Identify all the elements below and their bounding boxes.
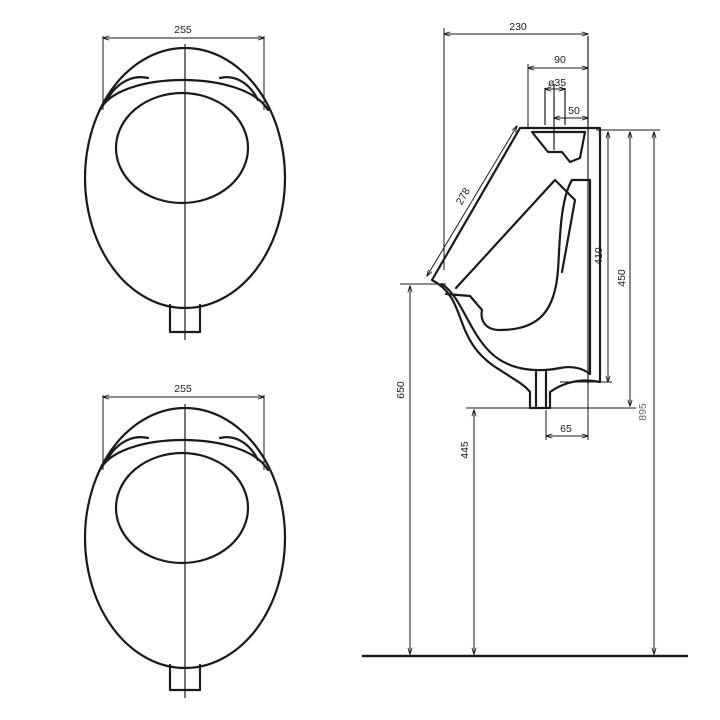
side-inlet-diameter-label: ø35: [548, 77, 566, 89]
front-bottom-width-label: 255: [174, 383, 192, 395]
front-bottom-rim-inner: [105, 436, 260, 462]
front-top-rim: [98, 79, 270, 112]
side-total-depth-label: 230: [509, 21, 527, 33]
side-height-410-label: 410: [593, 247, 605, 265]
side-height-450-label: 450: [616, 269, 628, 287]
side-inner-bowl: [440, 178, 592, 376]
front-top-width-label: 255: [174, 24, 192, 36]
front-bottom-basin-opening: [114, 451, 250, 565]
front-top-rim-inner: [105, 76, 260, 102]
side-outlet-width-label: 65: [560, 423, 572, 435]
side-outlet-height-label: 445: [459, 441, 471, 459]
front-bottom-rim: [98, 439, 270, 472]
side-inlet-depth-label: 50: [568, 105, 580, 117]
side-top-inlet-rim: [530, 130, 587, 164]
side-inlet-offset-label: 90: [554, 54, 566, 66]
side-outlet: [534, 370, 548, 408]
front-view-bottom: 255: [83, 383, 287, 698]
side-view: 230 90 ø35 50 278 410 450 895 650: [362, 21, 688, 658]
side-rim-height-label: 650: [395, 381, 407, 399]
side-total-height-label: 895: [637, 403, 649, 421]
side-bowl-diagonal-dimline: [427, 126, 517, 276]
front-top-basin-opening: [114, 91, 250, 205]
side-outer-body: [430, 126, 602, 410]
front-view-top: 255: [83, 24, 287, 340]
